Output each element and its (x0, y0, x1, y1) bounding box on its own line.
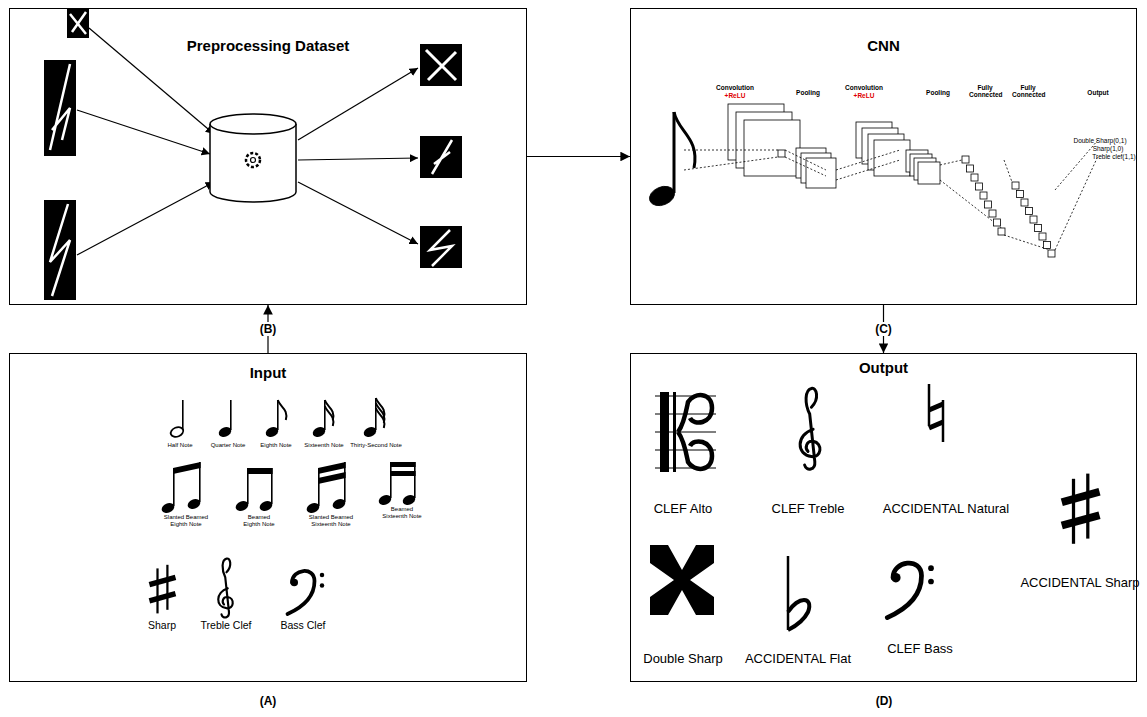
activation-label: +ReLU (854, 92, 875, 99)
neuron (985, 201, 992, 208)
neuron (1012, 182, 1019, 189)
output-label: ACCIDENTAL Flat (745, 652, 851, 666)
neuron (967, 165, 974, 172)
neuron (976, 183, 983, 190)
panel-box: Output (630, 353, 1137, 682)
cnn-illustration (647, 104, 1098, 257)
symbol-label: Half Note (167, 442, 192, 449)
layer-label: Pooling (926, 89, 950, 96)
symbol-label: Thirty-Second Note (350, 442, 402, 449)
panel-title: Output (859, 359, 908, 376)
panel-title: Input (250, 364, 287, 381)
layer-label: Fully Connected (969, 84, 1001, 98)
panel-letter: (A) (260, 695, 277, 708)
neuron (962, 156, 969, 163)
flow-arrow (527, 156, 630, 157)
symbol-label: Beamed Eighth Note (239, 514, 279, 527)
symbol-label: Bass Clef (281, 620, 326, 632)
layer-label: Convolution (716, 84, 754, 91)
panel-title: Preprocessing Dataset (187, 37, 350, 54)
neuron (1039, 233, 1046, 240)
neuron (1021, 199, 1028, 206)
symbol-label: Beamed Sixteenth Note (381, 506, 423, 519)
layer-label: Convolution (845, 84, 883, 91)
symbol-label: Slanted Beamed Sixteenth Note (304, 514, 358, 527)
class-output: Sharp(1,0) (1093, 145, 1124, 152)
neuron (1048, 250, 1055, 257)
neuron (994, 219, 1001, 226)
panel-letter: (B) (257, 322, 280, 336)
panel-box: CNN (630, 8, 1137, 305)
symbol-label: Quarter Note (211, 442, 246, 449)
class-output: Treble clef(1,1) (1092, 153, 1135, 160)
input-symbols (149, 398, 416, 617)
output-label: CLEF Alto (654, 502, 713, 516)
neuron (989, 210, 996, 217)
class-output: Double Sharp(0,1) (1073, 137, 1126, 144)
symbol-label: Eighth Note (260, 442, 291, 449)
layer-label: Fully Connected (1012, 84, 1044, 98)
neuron (998, 228, 1005, 235)
neuron (1026, 208, 1033, 215)
neuron (1044, 242, 1051, 249)
output-label: CLEF Bass (887, 642, 953, 656)
layer-label: Output (1087, 89, 1108, 96)
neuron (971, 174, 978, 181)
panel-letter: (D) (876, 695, 893, 708)
output-label: ACCIDENTAL Natural (883, 502, 1009, 516)
neuron (1030, 216, 1037, 223)
panel-box: Preprocessing Dataset (9, 8, 527, 305)
panel-title: CNN (867, 37, 900, 54)
symbol-label: Treble Clef (201, 620, 252, 632)
symbol-label: Sharp (148, 620, 176, 632)
output-symbols (650, 384, 1100, 630)
neuron (1035, 225, 1042, 232)
panel-letter: (C) (872, 322, 895, 336)
symbol-label: Slanted Beamed Eighth Note (160, 514, 212, 527)
neuron (1017, 191, 1024, 198)
output-label: CLEF Treble (772, 502, 845, 516)
neuron (980, 192, 987, 199)
layer-label: Pooling (796, 89, 820, 96)
activation-label: +ReLU (725, 92, 746, 99)
preprocessing-illustration (44, 8, 462, 300)
output-label: Double Sharp (643, 652, 723, 666)
symbol-label: Sixteenth Note (304, 442, 343, 449)
output-label: ACCIDENTAL Sharp (1020, 576, 1139, 590)
